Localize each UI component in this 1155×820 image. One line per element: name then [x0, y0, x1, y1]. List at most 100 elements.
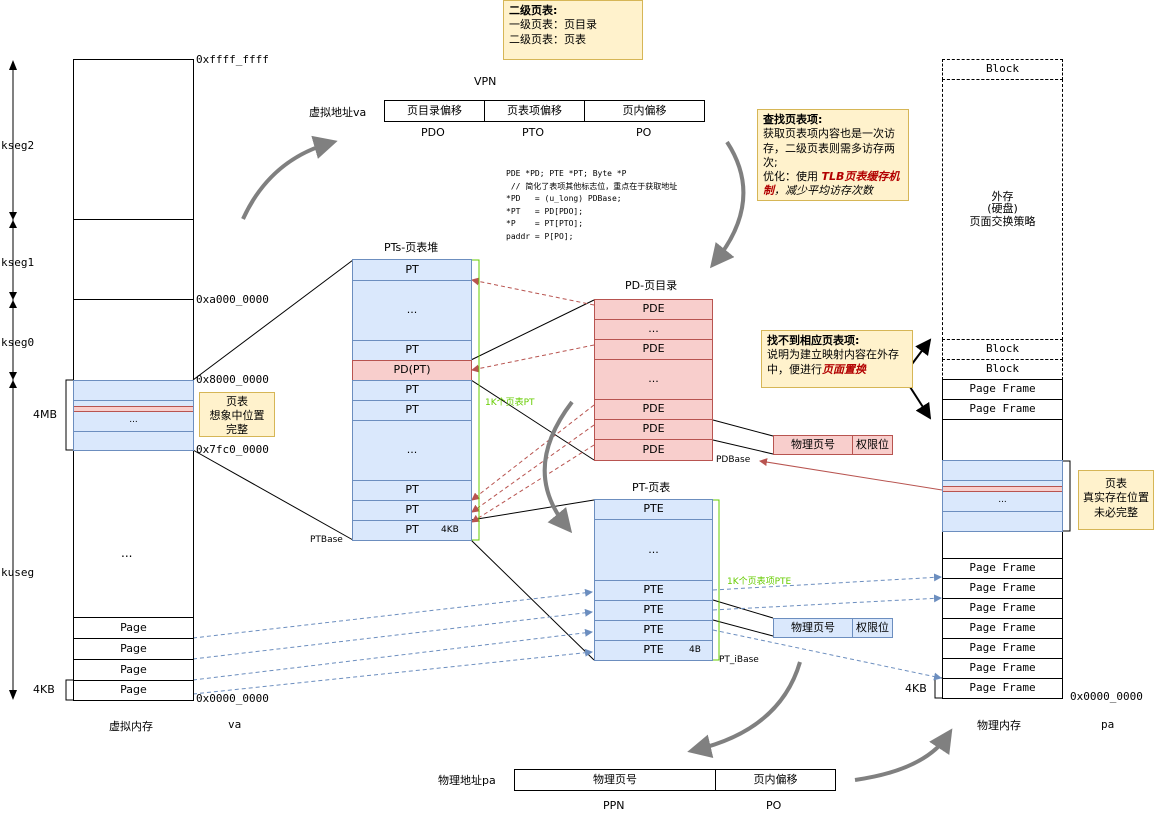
- pts-count-label: 1K个页表PT: [485, 398, 535, 408]
- swap-line2-em: 页面置换: [822, 362, 866, 376]
- line-pde-entry-bottom: [712, 439, 774, 455]
- line-va-pt-bottom: [192, 449, 354, 541]
- red-arrow-4: [471, 424, 595, 513]
- pa-pt-note: 页表 真实存在位置 未必完整: [1078, 470, 1154, 530]
- pm-caption-pa: pa: [1101, 718, 1115, 731]
- bracket-4kb-pa: [934, 677, 942, 699]
- two-level-line1: 一级页表：页目录: [509, 18, 597, 32]
- bracket-pa-pt: [1063, 460, 1071, 532]
- pts-row-ellipsis: ...: [352, 280, 472, 341]
- va-pt-pd-row: [74, 406, 193, 412]
- va-segment-kuseg: [73, 299, 194, 618]
- va-note-line1: 页表: [226, 395, 248, 408]
- line-pte-entry-top: [712, 599, 774, 619]
- pts-size-label: 4KB: [441, 525, 459, 535]
- lookup-line3: 次;: [763, 155, 778, 169]
- vpn-label: VPN: [474, 75, 497, 88]
- pt-row-pte: PTE: [594, 600, 713, 621]
- pm-caption: 物理内存: [977, 719, 1021, 732]
- pd-row-pde: PDE: [594, 339, 713, 360]
- blue-arrow-page2: [192, 608, 593, 660]
- vpn-field-pdo: 页目录偏移: [384, 100, 485, 122]
- va-segment-kseg1: [73, 219, 194, 300]
- pm-external-storage: 外存 (硬盘) 页面交换策略: [942, 79, 1063, 340]
- addr-7fc0-0000: 0x7fc0_0000: [196, 443, 269, 456]
- axis-arrow-bottom: [9, 690, 17, 700]
- va-page-3: Page: [73, 659, 194, 681]
- vpn-caption-pdo: PDO: [421, 126, 445, 139]
- lookup-line2: 存，二级页表则需多访存两: [763, 141, 895, 155]
- axis-tick-kseg0-end: [9, 372, 17, 388]
- pm-frame: Page Frame: [942, 598, 1063, 619]
- flow-arrow-pt-pa: [687, 661, 802, 759]
- pm-block-3: Block: [942, 359, 1063, 380]
- code-line: PDE *PD; PTE *PT; Byte *P: [506, 169, 627, 178]
- addr-0000-0000-pa: 0x0000_0000: [1070, 690, 1143, 703]
- lookup-line4: 优化：使用 TLB页表缓存机: [763, 170, 903, 184]
- pm-ext-line3: 页面交换策略: [969, 214, 1036, 228]
- va-caption: 虚拟内存: [109, 720, 153, 733]
- bracket-4kb-va: [65, 679, 73, 701]
- pt-row-pte: PTE: [594, 620, 713, 641]
- lookup-note: 查找页表项: 获取页表项内容也是一次访 存，二级页表则需多访存两 次; 优化：使…: [757, 109, 909, 201]
- pd-row-ellipsis: ...: [594, 359, 713, 400]
- vpn-field-pto: 页表项偏移: [484, 100, 585, 122]
- code-line: *PD = (u_long) PDBase;: [506, 194, 622, 203]
- blue-arrow-page3: [192, 628, 593, 681]
- kseg1-label: kseg1: [1, 256, 35, 269]
- pte-field-perm: 权限位: [852, 618, 893, 638]
- lookup-line5: 制，减少平均访存次数: [763, 184, 903, 198]
- lookup-title: 查找页表项:: [763, 113, 823, 126]
- kseg2-label: kseg2: [1, 139, 35, 152]
- pt-title: PT-页表: [632, 481, 671, 494]
- pts-row-pt: PT: [352, 480, 472, 501]
- pts-row-pt: PT: [352, 380, 472, 401]
- pm-frame: Page Frame: [942, 578, 1063, 599]
- pa-field-ppn: 物理页号: [514, 769, 716, 791]
- lookup-line4-pre: 优化：使用: [763, 170, 822, 184]
- line-pde-entry-top: [712, 419, 774, 437]
- addr-8000-0000: 0x8000_0000: [196, 373, 269, 386]
- va-page-2: Page: [73, 638, 194, 660]
- red-arrow-1: [471, 277, 595, 306]
- swap-title: 找不到相应页表项:: [767, 334, 860, 347]
- pa-note-line1: 页表: [1105, 477, 1127, 490]
- pd-row-pde: PDE: [594, 439, 713, 461]
- code-line: // 简化了表项其他标志位，重点在于获取地址: [506, 181, 678, 191]
- red-arrow-pdbase: [759, 458, 943, 491]
- size-4kb-label: 4KB: [33, 683, 55, 696]
- code-block: PDE *PD; PTE *PT; Byte *P // 简化了表项其他标志位，…: [506, 168, 677, 243]
- pm-frame: Page Frame: [942, 678, 1063, 699]
- addr-ffff-ffff: 0xffff_ffff: [196, 53, 269, 66]
- red-arrow-5: [471, 444, 595, 523]
- pd-row-pde: PDE: [594, 399, 713, 420]
- pts-row-pt: PT: [352, 400, 472, 421]
- pa-note-line2: 真实存在位置: [1083, 491, 1149, 505]
- va-pt-note: 页表 想象中位置 完整: [199, 392, 275, 437]
- size-4mb-label: 4MB: [33, 408, 58, 421]
- vpn-caption-po: PO: [636, 126, 652, 139]
- pt-row-pte: PTE: [594, 499, 713, 520]
- kseg0-label: kseg0: [1, 336, 35, 349]
- va-ellipsis: ...: [121, 546, 133, 560]
- two-level-line2: 二级页表：页表: [509, 32, 586, 46]
- pd-row-ellipsis: ...: [594, 319, 713, 340]
- va-note-line3: 完整: [226, 422, 248, 436]
- blue-arrow-frame1: [712, 573, 942, 591]
- pm-block-2: Block: [942, 339, 1063, 360]
- blue-arrow-page4: [192, 648, 593, 695]
- pa-note-line3: 未必完整: [1094, 505, 1138, 519]
- pm-frame: Page Frame: [942, 658, 1063, 679]
- va-segment-kseg2: [73, 59, 194, 220]
- pm-frame: Page Frame: [942, 379, 1063, 400]
- pd-title: PD-页目录: [625, 279, 678, 292]
- two-level-title: 二级页表:: [509, 4, 558, 17]
- pt-row-pte: PTE: [594, 640, 713, 661]
- code-line: paddr = P[PO];: [506, 231, 574, 241]
- va-page-1: Page: [73, 617, 194, 639]
- pm-ext-line2: (硬盘): [987, 202, 1018, 216]
- pm-frame: Page Frame: [942, 558, 1063, 579]
- line-pt-ptbox-top: [470, 499, 595, 521]
- pd-base-label: PDBase: [716, 455, 751, 465]
- flow-arrow-vpn-pd: [709, 140, 746, 269]
